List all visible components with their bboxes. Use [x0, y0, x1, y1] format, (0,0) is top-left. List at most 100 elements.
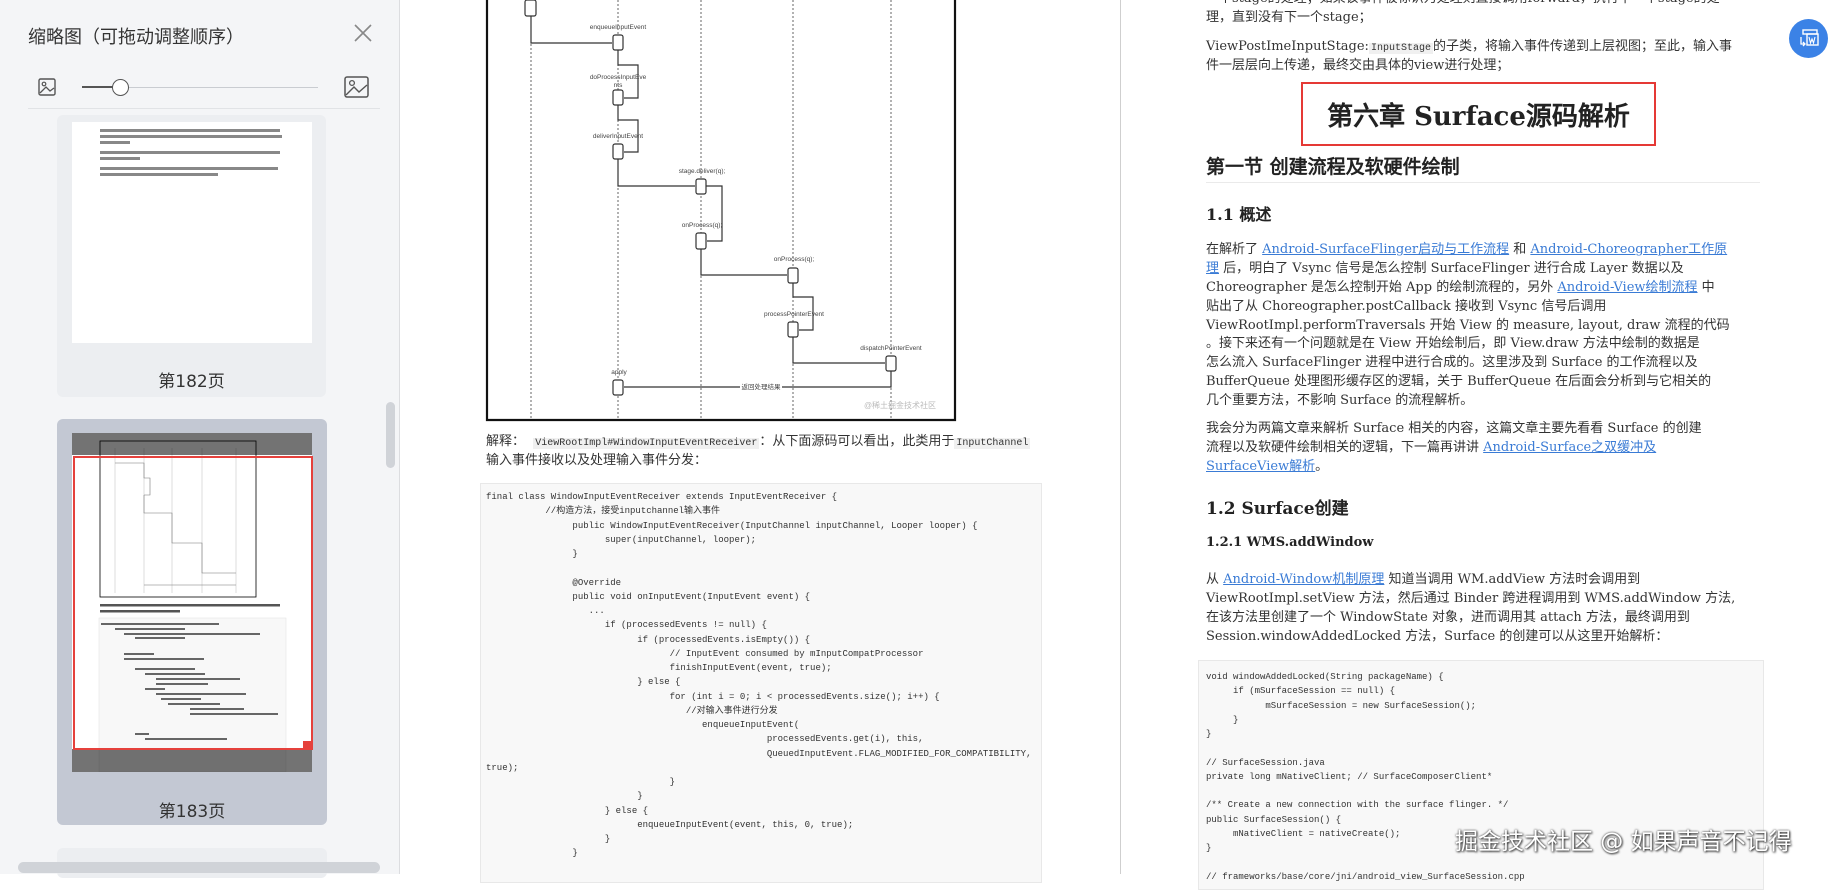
diagram-label: enqueueInputEvent	[590, 24, 647, 31]
text: 贴出了从 Choreographer.postCallback 接收到 Vsyn…	[1206, 298, 1607, 314]
paragraph-addwindow: 从 Android-Window机制原理 知道当调用 WM.addView 方法…	[1206, 571, 1735, 647]
code-line: //对输入事件进行分发	[486, 705, 778, 716]
text: ViewRootImpl.setView 方法，然后通过 Binder 跨进程调…	[1206, 590, 1736, 606]
text: 在解析了	[1206, 242, 1263, 257]
text-line: 我会分为两篇文章来解析 Surface 相关的内容，这篇文章主要先看看 Surf…	[1206, 420, 1702, 439]
code-line: }	[1206, 714, 1239, 725]
text-line: 怎么流入 SurfaceFlinger 进程中进行合成的。这里涉及到 Surfa…	[1206, 354, 1730, 373]
explain-text: 输入事件接收以及处理输入事件分发：	[486, 452, 708, 468]
code-line: }	[1206, 729, 1212, 739]
inline-code: ViewRootImpl#WindowInputEventReceiver	[533, 438, 760, 449]
text-line: 贴出了从 Choreographer.postCallback 接收到 Vsyn…	[1206, 298, 1730, 317]
diagram-label: dispatchPointerEvent	[860, 345, 922, 352]
small-thumbnail-icon[interactable]	[38, 78, 56, 96]
slider-handle[interactable]	[112, 79, 129, 96]
code-line: mSurfaceSession = new SurfaceSession();	[1206, 700, 1477, 711]
heading-1-2: 1.2 Surface创建	[1206, 499, 1349, 519]
chapter-title-box: 第六章 Surface源码解析	[1301, 82, 1656, 146]
code-line: //构造方法，接受inputchannel输入事件	[486, 506, 721, 517]
text-line: SurfaceView解析。	[1206, 458, 1702, 477]
chapter-title: 第六章 Surface源码解析	[1327, 101, 1630, 132]
code-line: }	[486, 848, 578, 859]
article-link[interactable]: Android-SurfaceFlinger启动与工作流程	[1262, 242, 1510, 257]
text: 在该方法里创建了一个 WindowState 对象，进而调用其 attach 方…	[1206, 609, 1690, 625]
code-line: } else {	[486, 677, 681, 688]
code-line: public void onInputEvent(InputEvent even…	[486, 591, 811, 602]
article-link[interactable]: Android-Choreographer工作原	[1530, 242, 1728, 257]
paragraph-plan: 我会分为两篇文章来解析 Surface 相关的内容，这篇文章主要先看看 Surf…	[1206, 420, 1702, 477]
text: Session.windowAddedLocked 方法，Surface 的创建…	[1206, 628, 1669, 644]
vertical-scrollbar[interactable]	[386, 402, 395, 468]
text-line: 从 Android-Window机制原理 知道当调用 WM.addView 方法…	[1206, 571, 1735, 590]
code-line: for (int i = 0; i < processedEvents.size…	[486, 691, 940, 702]
text: Choreographer 是怎么控制开始 App 的绘制流程的，另外	[1206, 279, 1558, 295]
code-line: }	[486, 549, 578, 559]
thumbnail-label: 第182页	[158, 372, 225, 392]
article-link[interactable]: Android-Surface之双缓冲及	[1483, 439, 1657, 455]
translate-doc-icon	[1799, 28, 1819, 46]
code-line: super(inputChannel, looper);	[486, 534, 757, 545]
translate-doc-button[interactable]	[1789, 19, 1828, 58]
code-line: }	[486, 834, 611, 844]
diagram-label: doProcessInputEve	[590, 74, 647, 81]
sequence-diagram: enqueueInputEvent doProcessInputEve nts …	[485, 0, 957, 422]
inline-code: InputStage	[1368, 43, 1433, 54]
diagram-label: onProcess(q);	[682, 222, 723, 229]
text-line: BufferQueue 处理图形缓存区的逻辑，关于 BufferQueue 在后…	[1206, 373, 1730, 392]
code-line	[1206, 855, 1763, 869]
code-line: finishInputEvent(event, true);	[486, 663, 832, 673]
code-line: final class WindowInputEventReceiver ext…	[486, 492, 838, 502]
diagram-label: onProcess(q);	[774, 256, 815, 263]
explain-label: 解释：	[486, 434, 526, 449]
visible-area-frame[interactable]	[73, 456, 313, 750]
article-link[interactable]: 理	[1206, 260, 1220, 276]
explain-paragraph: 解释： ViewRootImpl#WindowInputEventReceive…	[486, 433, 1031, 471]
text: 几个重要方法，不影响 Surface 的流程解析。	[1206, 393, 1474, 409]
text-line: ViewRootImpl.performTraversals 开始 View 的…	[1206, 317, 1730, 336]
article-link[interactable]: SurfaceView解析	[1206, 458, 1316, 474]
diagram-label: apply	[611, 369, 627, 376]
resize-handle[interactable]	[303, 741, 313, 750]
code-line: @Override	[486, 577, 622, 588]
inline-code: InputChannel	[954, 438, 1031, 449]
code-line	[1206, 784, 1763, 798]
code-line: public WindowInputEventReceiver(InputCha…	[486, 520, 978, 531]
text-line: 几个重要方法，不影响 Surface 的流程解析。	[1206, 392, 1730, 411]
sidebar-title: 缩略图（可拖动调整顺序）	[28, 27, 244, 48]
text-line: 。接下来还有一个问题就是在 View 开始绘制后，即 View.draw 方法中…	[1206, 335, 1730, 354]
code-line: if (mSurfaceSession == null) {	[1206, 686, 1396, 697]
code-line: if (processedEvents != null) {	[486, 620, 767, 631]
article-link[interactable]: Android-Window机制原理	[1223, 572, 1385, 587]
code-line: // SurfaceSession.java	[1206, 757, 1325, 768]
text: 中	[1697, 279, 1715, 295]
code-line: mNativeClient = nativeCreate();	[1206, 828, 1401, 839]
thumbnail-sidebar: 缩略图（可拖动调整顺序） 第182页	[0, 0, 400, 878]
text: 和	[1509, 242, 1531, 257]
large-thumbnail-icon[interactable]	[344, 76, 369, 98]
document-page-184: 一个stage的处理；如果该事件被标识为处理则直接调用forward，执行下一个…	[1122, 0, 1840, 890]
text-line: 理，直到没有下一个stage；	[1206, 9, 1372, 25]
text-line: 在解析了 Android-SurfaceFlinger启动与工作流程 和 And…	[1206, 241, 1730, 260]
text: 从	[1206, 572, 1224, 587]
heading-1-1: 1.1 概述	[1206, 205, 1272, 224]
code-line: ...	[486, 606, 605, 616]
code-line: void windowAddedLocked(String packageNam…	[1206, 672, 1444, 682]
diagram-label: deliverInputEvent	[593, 133, 643, 140]
article-link[interactable]: Android-View绘制流程	[1557, 279, 1698, 295]
text-line: ViewRootImpl.setView 方法，然后通过 Binder 跨进程调…	[1206, 590, 1735, 609]
code-line: enqueueInputEvent(event, this, 0, true);	[486, 819, 854, 830]
code-line: enqueueInputEvent(	[486, 720, 800, 730]
text: 流程以及软硬件绘制相关的逻辑，下一篇再讲讲	[1206, 439, 1484, 455]
thumbnail-page-183[interactable]: 第183页	[57, 419, 327, 825]
horizontal-scrollbar[interactable]	[18, 862, 380, 873]
thumbnail-size-slider[interactable]	[82, 87, 318, 88]
slider-fill	[82, 86, 120, 88]
text: 。	[1315, 458, 1329, 474]
watermark: 掘金技术社区 @ 如果声音不记得	[1455, 829, 1792, 855]
section-title: 第一节 创建流程及软硬件绘制	[1206, 156, 1460, 178]
thumbnail-image	[72, 433, 312, 772]
thumbnail-page-182[interactable]: 第182页	[57, 115, 326, 397]
text-line: 理 后，明白了 Vsync 信号是怎么控制 SurfaceFlinger 进行合…	[1206, 260, 1730, 279]
close-icon[interactable]	[352, 22, 374, 44]
